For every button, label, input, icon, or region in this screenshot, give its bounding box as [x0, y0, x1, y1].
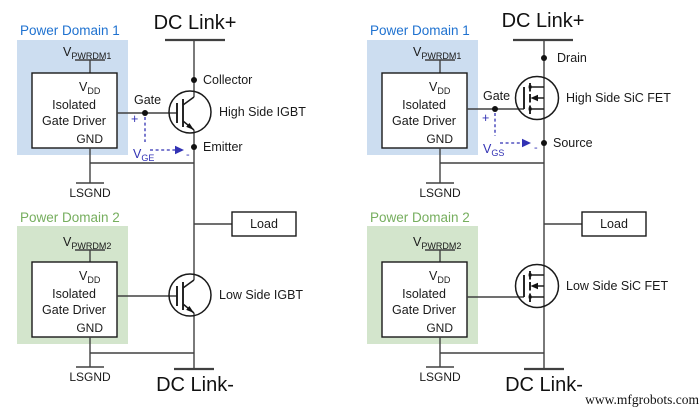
vgs-minus-sign: -: [534, 142, 538, 154]
vgs-arrowhead: [522, 138, 531, 148]
lsgnd-2-label: LSGND: [69, 370, 111, 384]
vge-arrowhead: [175, 145, 184, 155]
fet-drain-junction: [528, 85, 532, 89]
driver-1-gnd-pin: GND: [426, 132, 453, 146]
vgs-measurement: + - VGS: [482, 111, 538, 158]
high-side-fet-symbol: [514, 75, 560, 121]
power-domain-2-title: Power Domain 2: [20, 210, 120, 225]
driver-2-gnd-pin: GND: [76, 321, 103, 335]
power-domain-2-title: Power Domain 2: [370, 210, 470, 225]
high-gate-label: Gate: [483, 89, 510, 103]
igbt-emitter-arrow: [186, 306, 194, 313]
supply-1-label: VPWRDM1: [63, 45, 111, 61]
collector-label: Collector: [203, 73, 252, 87]
low-side-igbt-symbol: [168, 273, 212, 317]
high-side-igbt-symbol: [168, 90, 212, 134]
load-box: [231, 211, 297, 237]
fet-envelope: [514, 75, 560, 121]
power-domain-1-title: Power Domain 1: [370, 23, 470, 38]
emitter-label: Emitter: [203, 140, 243, 154]
lsgnd-1-label: LSGND: [419, 186, 461, 200]
emitter-node-dot: [191, 144, 197, 150]
igbt-half-bridge-panel: DC Link+ DC Link- Power Domain 1 VPWRDM1…: [17, 12, 306, 396]
driver-1-name-line1: Isolated: [52, 98, 96, 112]
vge-plus-sign: +: [131, 112, 138, 126]
collector-node-dot: [191, 77, 197, 83]
igbt-envelope: [168, 90, 212, 134]
gate-driver-2-box: [31, 261, 118, 338]
dc-link-plus-label: DC Link+: [502, 10, 585, 32]
high-gate-node-dot: [492, 106, 498, 112]
load-label: Load: [600, 217, 628, 231]
igbt-collector-lead: [182, 279, 195, 289]
high-gate-node-dot: [142, 110, 148, 116]
supply-2-label: VPWRDM2: [63, 235, 111, 251]
fet-envelope: [514, 263, 560, 309]
vge-label: VGE: [133, 147, 154, 163]
driver-2-vdd-pin: VDD: [79, 269, 101, 285]
igbt-envelope: [168, 273, 212, 317]
vgs-plus-sign: +: [482, 111, 489, 125]
driver-2-gnd-pin: GND: [426, 321, 453, 335]
driver-2-name-line1: Isolated: [52, 287, 96, 301]
fet-source-junction: [528, 107, 532, 111]
power-domain-1-title: Power Domain 1: [20, 23, 120, 38]
dc-link-plus-label: DC Link+: [154, 12, 237, 34]
dc-link-minus-label: DC Link-: [505, 374, 583, 396]
igbt-collector-lead: [182, 96, 195, 106]
driver-2-name-line2: Gate Driver: [392, 303, 456, 317]
vgs-label: VGS: [483, 142, 504, 158]
driver-1-name-line2: Gate Driver: [42, 114, 106, 128]
vge-measurement: + - VGE: [131, 112, 190, 163]
fet-body-arrow: [530, 94, 538, 102]
drain-label: Drain: [557, 51, 587, 65]
high-gate-label: Gate: [134, 93, 161, 107]
lsgnd-1-label: LSGND: [69, 186, 111, 200]
driver-2-name-line1: Isolated: [402, 287, 446, 301]
igbt-emitter-arrow: [186, 123, 194, 130]
supply-1-label: VPWRDM1: [413, 45, 461, 61]
driver-2-vdd-pin: VDD: [429, 269, 451, 285]
gate-driver-1-box: [381, 72, 468, 149]
driver-1-vdd-pin: VDD: [429, 80, 451, 96]
vge-minus-sign: -: [186, 149, 190, 161]
driver-1-name-line1: Isolated: [402, 98, 446, 112]
fet-source-junction: [528, 295, 532, 299]
driver-1-name-line2: Gate Driver: [392, 114, 456, 128]
source-label: Source: [553, 136, 593, 150]
fet-drain-junction: [528, 273, 532, 277]
driver-2-name-line2: Gate Driver: [42, 303, 106, 317]
low-side-fet-label: Low Side SiC FET: [566, 279, 668, 293]
lsgnd-2-label: LSGND: [419, 370, 461, 384]
driver-1-gnd-pin: GND: [76, 132, 103, 146]
sic-fet-half-bridge-panel: DC Link+ DC Link- Power Domain 1 VPWRDM1…: [367, 10, 671, 396]
fet-body-arrow: [530, 282, 538, 290]
drain-node-dot: [541, 55, 547, 61]
dc-link-minus-label: DC Link-: [156, 374, 234, 396]
driver-1-vdd-pin: VDD: [79, 80, 101, 96]
supply-2-label: VPWRDM2: [413, 235, 461, 251]
low-side-fet-symbol: [514, 263, 560, 309]
high-side-fet-label: High Side SiC FET: [566, 91, 671, 105]
source-node-dot: [541, 140, 547, 146]
watermark: www.mfgrobots.com: [585, 392, 699, 407]
load-box: [581, 211, 647, 237]
low-side-igbt-label: Low Side IGBT: [219, 288, 303, 302]
load-label: Load: [250, 217, 278, 231]
gate-driver-2-box: [381, 261, 468, 338]
gate-driver-1-box: [31, 72, 118, 149]
high-side-igbt-label: High Side IGBT: [219, 105, 306, 119]
